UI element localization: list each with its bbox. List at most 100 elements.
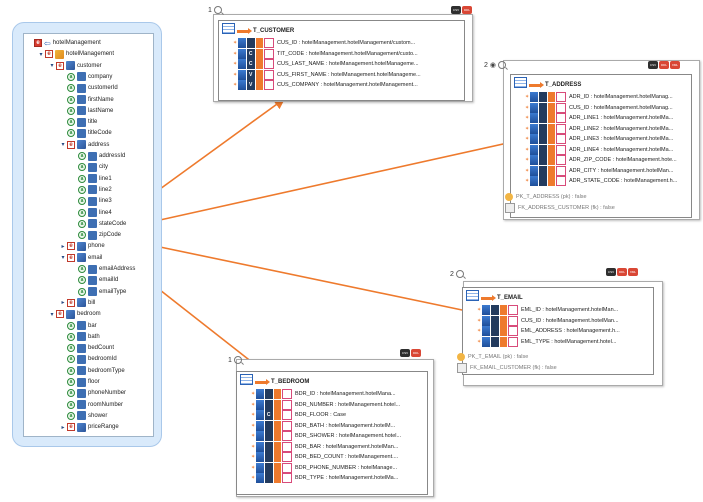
column-row[interactable]: ✶BDR_BATH : hotelManagement.hotelM...: [251, 420, 395, 431]
column-row[interactable]: ✶BDR_SHOWER : hotelManagement.hotel...: [251, 431, 401, 441]
column-icons: [482, 336, 518, 347]
expanded-toggle-icon[interactable]: ▾: [50, 63, 54, 70]
column-row[interactable]: ✶BDR_PHONE_NUMBER : hotelManage...: [251, 462, 397, 473]
export-csv-button[interactable]: CSV: [606, 268, 616, 276]
column-row[interactable]: ✶CUS_ID : hotelManagement.hotelManag...: [525, 102, 673, 113]
export-csv-button[interactable]: CSV: [451, 6, 461, 14]
tree-row-label: line2: [99, 186, 112, 193]
column-row[interactable]: ✶EML_ADDRESS : hotelManagement.h...: [477, 326, 620, 336]
search-icon[interactable]: [213, 6, 222, 14]
column-row[interactable]: ✶ADR_LINE1 : hotelManagement.hotelMa...: [525, 113, 673, 123]
eye-icon[interactable]: ◉: [489, 62, 497, 69]
column-row[interactable]: ✶BDR_TYPE : hotelManagement.hotelMa...: [251, 473, 398, 483]
tree-row-hotelmanagement[interactable]: e⇦hotelManagement: [27, 38, 101, 48]
expanded-toggle-icon[interactable]: ▾: [61, 142, 65, 149]
export-csv-button[interactable]: CSV: [400, 349, 410, 357]
column-row[interactable]: ✶ADR_ID : hotelManagement.hotelManag...: [525, 92, 673, 102]
expanded-toggle-icon[interactable]: ▾: [50, 311, 54, 318]
column-row[interactable]: ✶BDR_ID : hotelManagement.hotelMana...: [251, 389, 396, 399]
search-icon[interactable]: [233, 356, 242, 364]
collapsed-toggle-icon[interactable]: ▸: [61, 300, 65, 307]
column-row[interactable]: ✶BDR_BAR : hotelManagement.hotelMan...: [251, 441, 398, 452]
column-row[interactable]: ✶BDR_BED_COUNT : hotelManagement....: [251, 452, 398, 462]
primary-key-row[interactable]: PK_T_ADDRESS (pk) : false: [505, 192, 587, 201]
attribute-icon: a: [67, 389, 75, 398]
column-row[interactable]: ✶EML_ID : hotelManagement.hotelMan...: [477, 305, 618, 315]
tree-row-label: zipCode: [99, 232, 122, 239]
search-icon[interactable]: [455, 270, 464, 278]
tree-row-label: title: [88, 119, 98, 126]
collapsed-toggle-icon[interactable]: ▸: [61, 424, 65, 431]
export-ddl-button[interactable]: DDL: [411, 349, 421, 357]
column-row[interactable]: ✶ADR_CITY : hotelManagement.hotelMan...: [525, 165, 673, 176]
attribute-icon: a: [78, 265, 86, 273]
export-ddl-button[interactable]: DDL: [462, 6, 472, 14]
export-xml-button[interactable]: XML: [628, 268, 638, 276]
column-row[interactable]: ✶EML_TYPE : hotelManagement.hotel...: [477, 336, 616, 347]
export-xml-button[interactable]: XML: [670, 61, 680, 69]
export-ddl-button[interactable]: DDL: [659, 61, 669, 69]
column-row[interactable]: ✶ADR_LINE2 : hotelManagement.hotelMa...: [525, 123, 673, 134]
expanded-toggle-icon[interactable]: ▾: [39, 51, 43, 58]
export-ddl-button[interactable]: DDL: [617, 268, 627, 276]
foreign-key-row[interactable]: FK_ADDRESS_CUSTOMER (fk) : false: [505, 202, 615, 213]
column-type-icon: [256, 462, 264, 473]
column-row[interactable]: ✶ADR_ZIP_CODE : hotelManagement.hote...: [525, 155, 677, 165]
column-row[interactable]: ✶CUS_ID : hotelManagement.hotelManagemen…: [233, 38, 415, 48]
foreign-key-row[interactable]: FK_EMAIL_CUSTOMER (fk) : false: [457, 363, 557, 373]
column-flag-icon: [556, 92, 566, 102]
collapsed-toggle-icon[interactable]: ▸: [61, 243, 65, 250]
column-flag-icon: [556, 144, 566, 155]
primary-key-row[interactable]: PK_T_EMAIL (pk) : false: [457, 353, 528, 361]
column-row[interactable]: ✶ADR_LINE3 : hotelManagement.hotelMa...: [525, 134, 673, 144]
expanded-toggle-icon[interactable]: ▾: [61, 255, 65, 262]
column-row[interactable]: ✶ADR_STATE_CODE : hotelManagement.h...: [525, 176, 677, 186]
column-row[interactable]: ✶ADR_LINE4 : hotelManagement.hotelMa...: [525, 144, 673, 155]
search-icon[interactable]: [498, 61, 507, 69]
column-row[interactable]: ✶BDR_NUMBER : hotelManagement.hotel...: [251, 399, 400, 410]
column-row[interactable]: ✶CUS_ID : hotelManagement.hotelMan...: [477, 315, 619, 326]
export-csv-button[interactable]: CSV: [648, 61, 658, 69]
tree-row-label: address: [88, 141, 110, 148]
